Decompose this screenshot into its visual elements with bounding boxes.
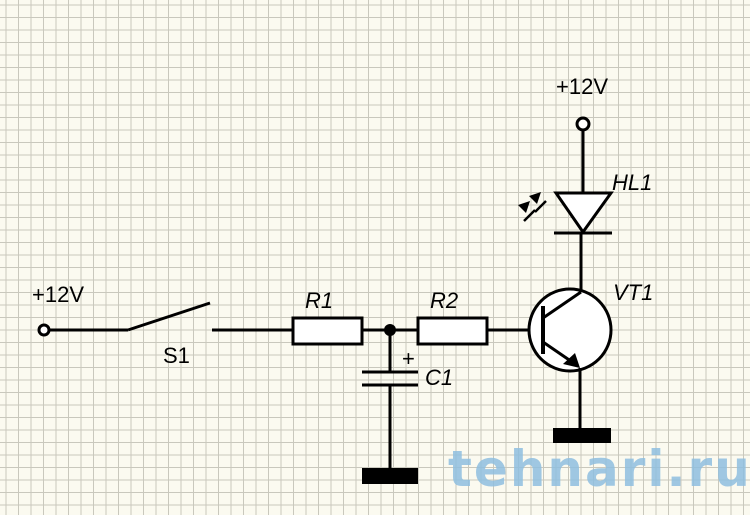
resistor-r1 xyxy=(291,316,364,346)
transistor-body xyxy=(527,287,613,373)
transistor-collector xyxy=(542,290,582,320)
c1-label: C1 xyxy=(425,365,453,390)
terminal-top xyxy=(575,116,591,132)
led-triangle xyxy=(553,191,614,235)
terminal-left xyxy=(37,323,51,337)
supply-left-label: +12V xyxy=(32,282,84,307)
led-label: HL1 xyxy=(612,170,652,195)
c1-polarity-label: + xyxy=(402,346,415,371)
supply-top-label: +12V xyxy=(556,74,608,99)
junction-dot xyxy=(384,324,396,336)
light-arrow-head-icon xyxy=(529,192,541,204)
emitter-arrow-icon xyxy=(563,353,580,368)
ground-c1 xyxy=(362,468,418,484)
switch-label: S1 xyxy=(163,343,190,368)
transistor-label: VT1 xyxy=(613,280,653,305)
watermark: tehnari.ru xyxy=(448,440,750,498)
switch-blade xyxy=(127,301,211,332)
resistor-r2 xyxy=(416,316,489,346)
light-arrow-icon xyxy=(534,200,547,213)
ground-vt1 xyxy=(553,428,611,443)
r1-label: R1 xyxy=(305,288,333,313)
r2-label: R2 xyxy=(430,288,458,313)
light-arrow-icon xyxy=(523,209,536,222)
light-arrow-head-icon xyxy=(518,201,530,213)
